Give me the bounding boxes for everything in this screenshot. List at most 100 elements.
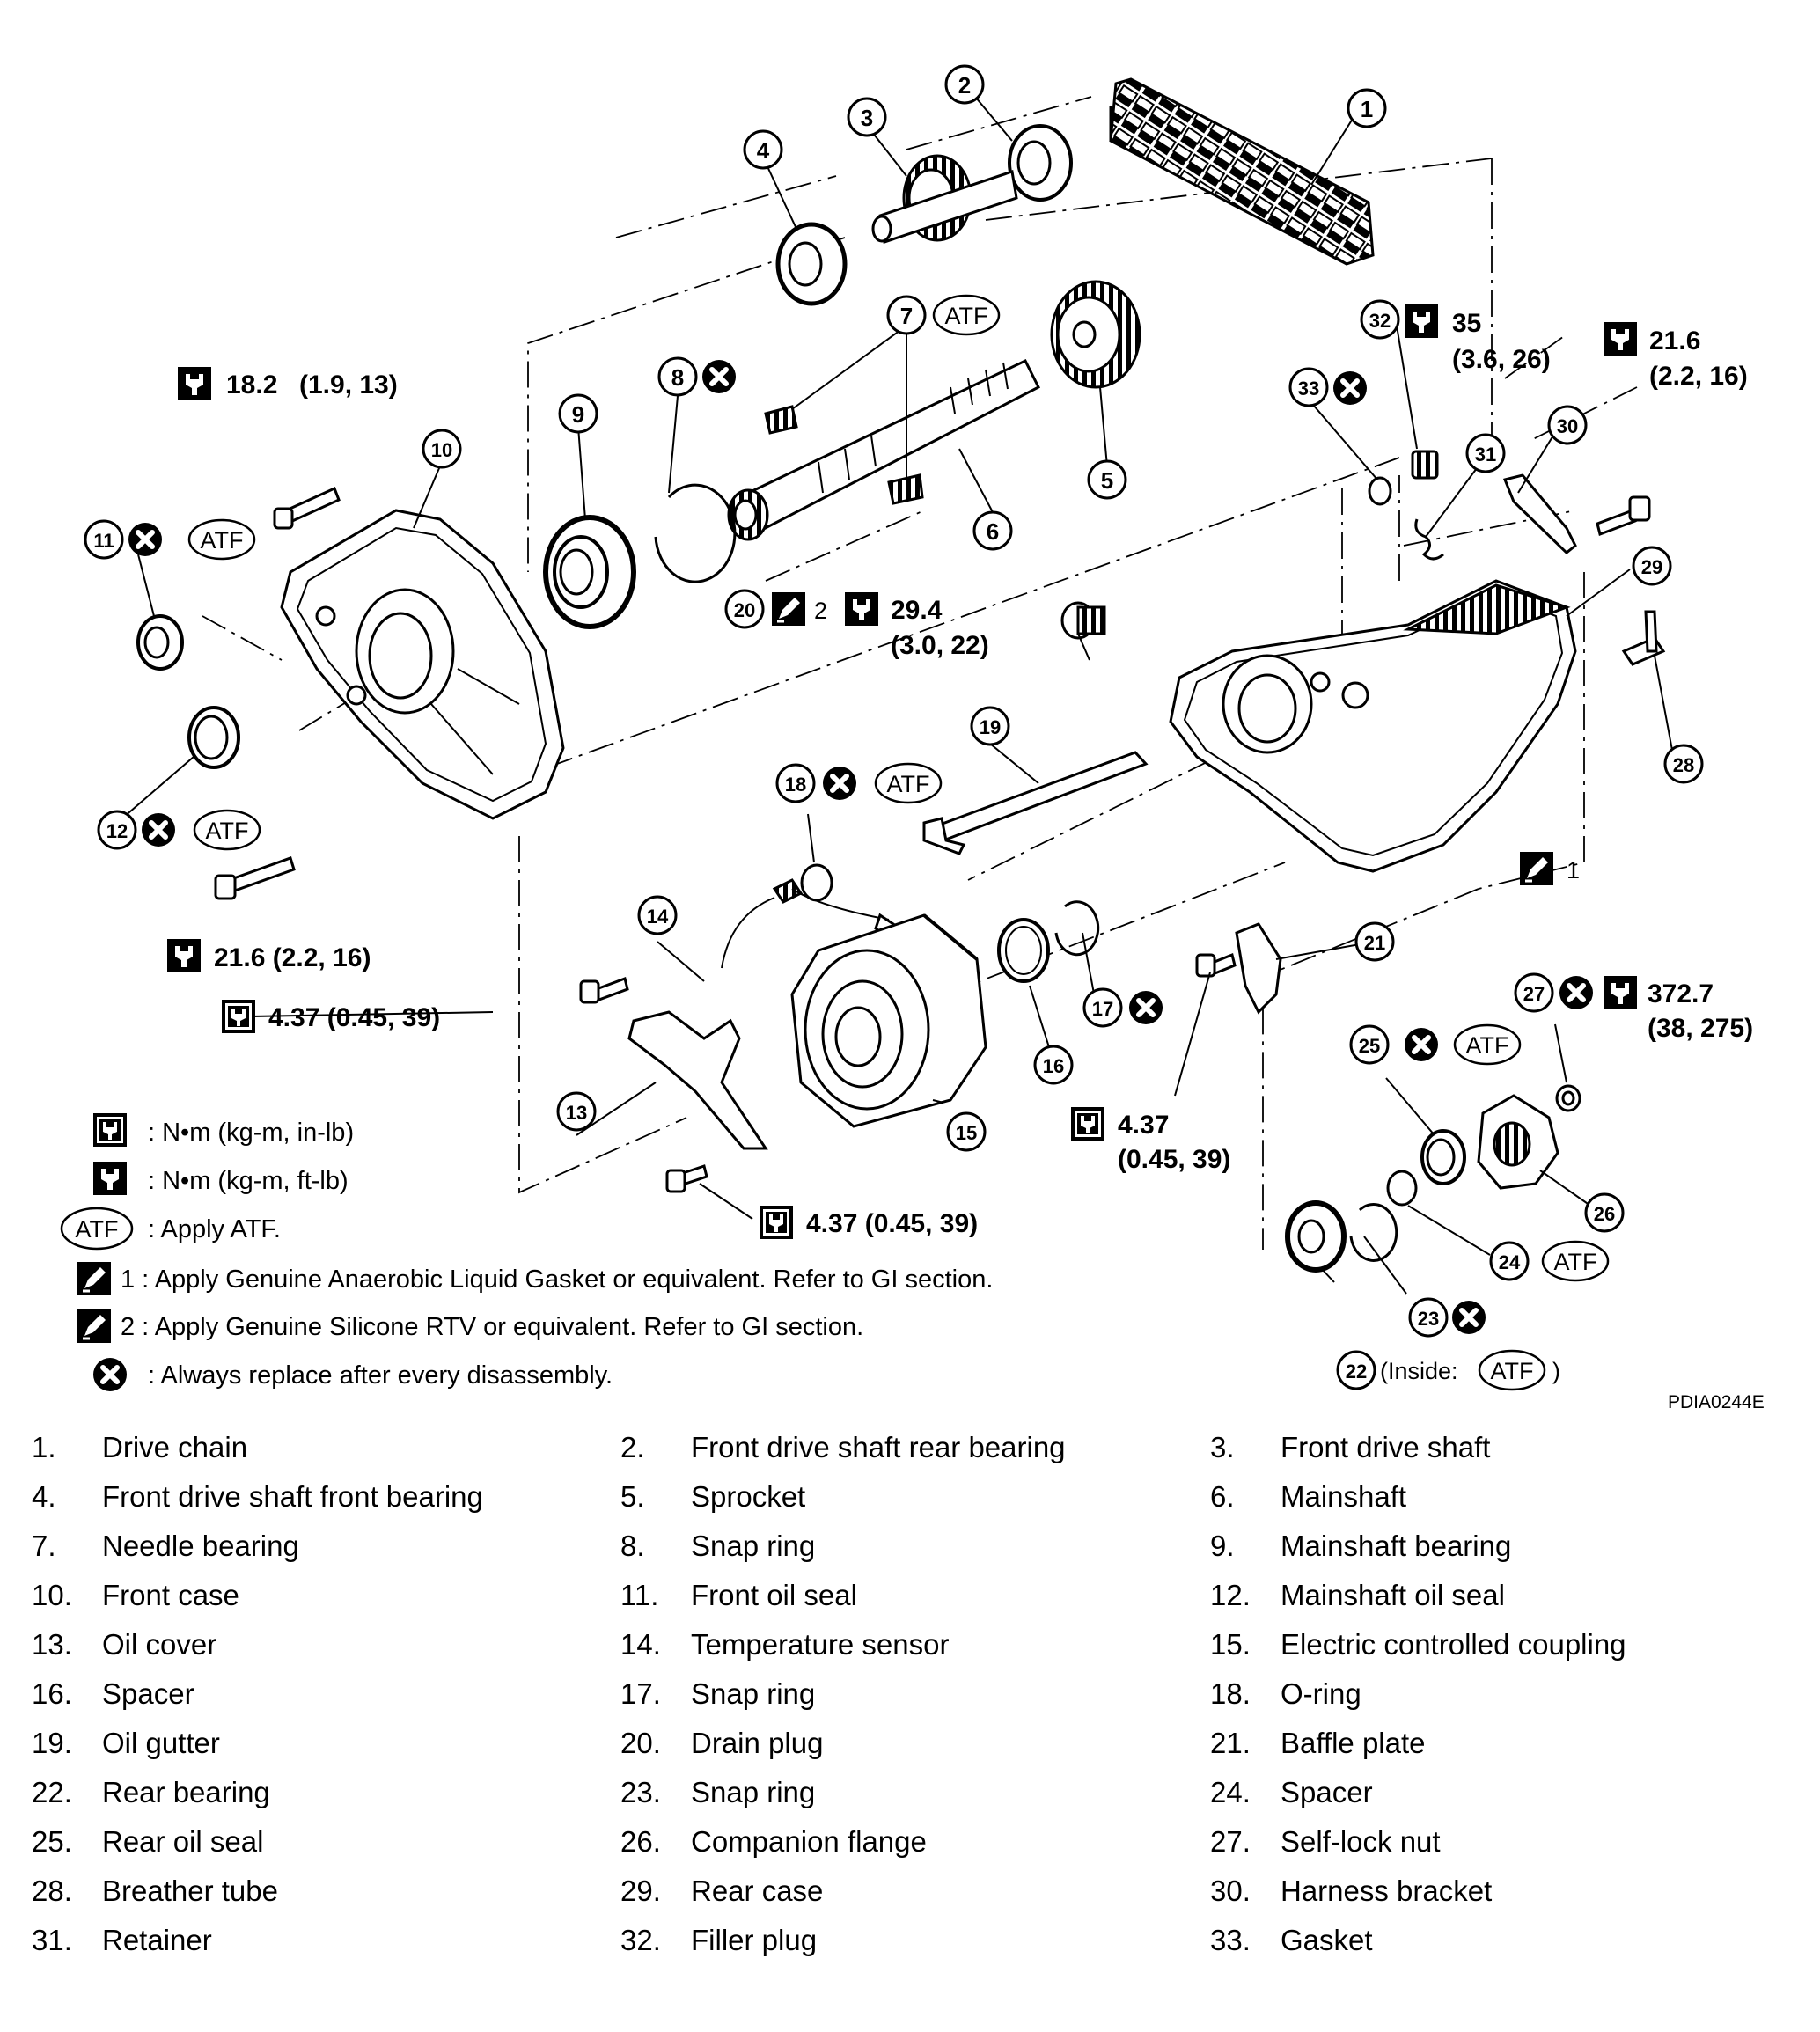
callout-19: 19: [970, 706, 1010, 746]
mainshaft: [727, 359, 1041, 541]
callout-2: 2: [944, 64, 985, 105]
legend: : N•m (kg-m, in-lb) : N•m (kg-m, ft-lb) …: [60, 1113, 993, 1391]
svg-text:32: 32: [1369, 310, 1391, 332]
legend-atf-icon: ATF: [60, 1207, 134, 1251]
mainshaft-bearing: [543, 515, 636, 629]
torque-icon-30: [1604, 322, 1637, 356]
svg-text:28: 28: [1673, 754, 1694, 776]
electric-controlled-coupling: [790, 913, 987, 1128]
svg-text:22: 22: [1346, 1361, 1367, 1383]
svg-text:33: 33: [1298, 378, 1319, 400]
callout-20: 20: [724, 589, 765, 629]
sealant-icon-29: [1518, 850, 1555, 887]
atf-badge-24: ATF: [1541, 1240, 1610, 1282]
svg-text:11: 11: [93, 530, 114, 552]
callout-13: 13: [556, 1091, 597, 1132]
drain-plug: [1060, 601, 1106, 640]
sealant-icon-20: [770, 591, 807, 627]
callout-15: 15: [946, 1111, 987, 1152]
legend-atf-text: : Apply ATF.: [148, 1215, 281, 1243]
svg-text:15: 15: [956, 1122, 977, 1144]
svg-text:1: 1: [1361, 96, 1373, 122]
svg-text:7: 7: [900, 303, 913, 329]
legend-torque-ftlb-icon: [93, 1162, 127, 1195]
legend-sealant2-icon: [76, 1308, 113, 1345]
mainshaft-oil-seal: [187, 706, 240, 769]
replace-icon-12: [142, 813, 175, 847]
inside-prefix-22: (Inside:: [1380, 1358, 1458, 1384]
self-lock-nut: [1555, 1084, 1581, 1112]
sealant-count-20: 2: [814, 598, 827, 624]
torque-value-21: 4.37: [1118, 1111, 1169, 1140]
oil-cover: [627, 1010, 768, 1150]
replace-icon-11: [128, 523, 162, 556]
torque-icon-27: [1604, 976, 1637, 1009]
callout-22: 22: [1336, 1350, 1376, 1390]
callout-17: 17: [1082, 987, 1123, 1028]
oil-cover-bolt-lower: [665, 1164, 708, 1193]
atf-badge-7: ATF: [932, 294, 1001, 336]
breather-tube: [1621, 610, 1666, 666]
rear-bearing: [1285, 1200, 1347, 1273]
callout-5: 5: [1087, 459, 1127, 500]
svg-text:ATF: ATF: [945, 303, 988, 329]
torque-value-20: 29.4: [891, 596, 943, 625]
svg-text:14: 14: [647, 906, 669, 928]
replace-icon-27: [1559, 976, 1593, 1009]
rear-case-bolt-upper: [1596, 495, 1651, 536]
atf-badge-22: ATF: [1478, 1349, 1546, 1391]
svg-text:6: 6: [987, 518, 999, 545]
sprocket: [1050, 280, 1141, 389]
baffle-plate-bolt: [1195, 952, 1237, 978]
torque-sub-30: (2.2, 16): [1649, 362, 1748, 391]
torque-icon-21: [1071, 1107, 1104, 1141]
callout-9: 9: [558, 393, 598, 434]
callout-14: 14: [637, 895, 678, 935]
svg-text:29: 29: [1641, 556, 1662, 578]
svg-text:23: 23: [1418, 1308, 1439, 1330]
svg-text:8: 8: [671, 364, 684, 391]
torque-value-27: 372.7: [1648, 979, 1714, 1009]
torque-sub-27: (38, 275): [1648, 1014, 1753, 1043]
callout-3: 3: [847, 97, 887, 137]
svg-text:ATF: ATF: [206, 818, 249, 844]
callout-12: 12: [97, 810, 137, 850]
replace-icon-8: [702, 360, 736, 393]
callout-26: 26: [1584, 1192, 1625, 1233]
filler-plug: [1411, 450, 1439, 480]
front-oil-seal: [136, 614, 184, 671]
torque-icon-front-bolt: [167, 939, 201, 972]
svg-text:5: 5: [1101, 467, 1113, 494]
atf-badge-12: ATF: [193, 809, 261, 851]
legend-torque-inlb-text: : N•m (kg-m, in-lb): [148, 1119, 354, 1147]
svg-text:21: 21: [1364, 932, 1385, 954]
svg-text:12: 12: [106, 820, 128, 842]
svg-text:4: 4: [757, 137, 770, 164]
legend-sealant1-text: 1 : Apply Genuine Anaerobic Liquid Gaske…: [121, 1265, 993, 1294]
callout-4: 4: [743, 129, 783, 170]
legend-sealant1-icon: [76, 1260, 113, 1297]
svg-text:2: 2: [958, 72, 971, 99]
needle-bearing: [764, 405, 924, 505]
replace-icon-25: [1405, 1028, 1438, 1061]
atf-badge-18: ATF: [874, 762, 943, 804]
legend-torque-inlb-icon: [93, 1113, 127, 1147]
callout-16: 16: [1033, 1045, 1074, 1085]
svg-text:20: 20: [734, 599, 755, 621]
front-case-bolt-lower: [214, 856, 296, 900]
svg-text:19: 19: [980, 716, 1001, 738]
figure-code: PDIA0244E: [1668, 1392, 1765, 1412]
rear-oil-seal: [1420, 1129, 1466, 1185]
torque-icon-13: [760, 1206, 793, 1239]
callout-29: 29: [1632, 546, 1672, 586]
svg-text:ATF: ATF: [1554, 1249, 1597, 1275]
callout-32: 32: [1360, 299, 1400, 340]
baffle-plate: [1235, 922, 1282, 1015]
front-drive-shaft: [871, 154, 1018, 244]
callout-25: 25: [1349, 1024, 1390, 1065]
replace-icon-18: [823, 767, 856, 800]
exploded-view-diagram: 1 2 3 4 5 6 7 8 9 10 11 12 13 14 15 16 1…: [60, 64, 1765, 1412]
spacer-24: [1386, 1170, 1418, 1207]
svg-text:ATF: ATF: [201, 527, 244, 554]
oil-gutter: [922, 751, 1149, 855]
